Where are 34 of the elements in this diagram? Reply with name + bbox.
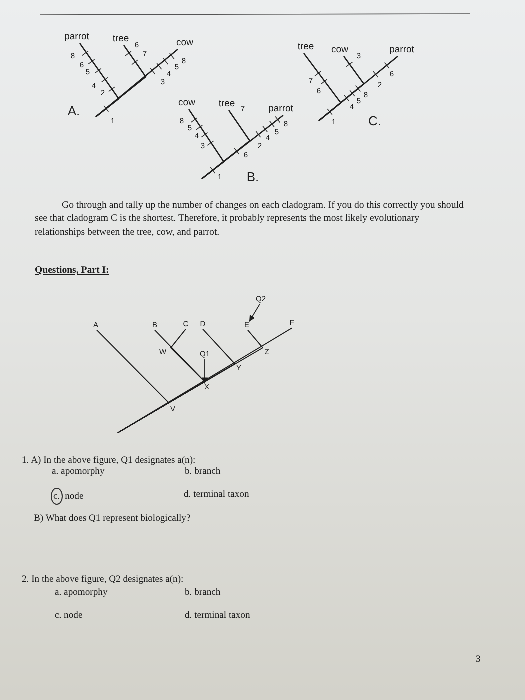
taxon-label: tree (218, 100, 236, 110)
taxon-label: tree (112, 34, 130, 46)
cladogram-letter: C. (368, 114, 382, 130)
taxon-label: parrot (390, 46, 414, 56)
answer-option: b. branch (185, 466, 221, 478)
arrow (249, 304, 260, 322)
arrow (202, 358, 208, 384)
answer-option: a. apomorphy (55, 587, 108, 598)
answer-option: a. apomorphy (52, 466, 105, 478)
taxon-label: parrot (268, 104, 294, 116)
branch-line (118, 330, 264, 434)
paragraph: Go through and tally up the number of changes on each cladogram. If you do this correctly you should see that cladogram C is the shortest. Therefore, it probably represents the most likely evolutionary relationships between the tree, cow, and parrot. (35, 199, 465, 239)
taxon-label: cow (332, 46, 348, 56)
answer-option: b. branch (185, 587, 221, 598)
branch-line (202, 114, 284, 180)
answer-option: d. terminal taxon (184, 489, 250, 500)
question-text: B) What does Q1 represent biologically? (34, 513, 191, 524)
answer-option: c. node (55, 610, 83, 622)
section-heading: Questions, Part I: (35, 265, 110, 276)
question-text: 1. A) In the above figure, Q1 designates a(n): (22, 455, 196, 466)
page-number: 3 (476, 654, 481, 666)
taxon-label: cow (178, 98, 196, 110)
taxon-label: parrot (64, 32, 90, 44)
question-text: 2. In the above figure, Q2 designates a(n): (22, 574, 184, 586)
answer-option: c. node (51, 487, 84, 506)
cladogram-letter: A. (68, 104, 80, 120)
branch-line (96, 49, 178, 118)
branch-line (79, 43, 120, 118)
branch-line (118, 328, 292, 434)
taxon-label: cow (176, 38, 194, 50)
answer-option: d. terminal taxon (185, 610, 250, 622)
taxon-label: tree (298, 42, 314, 54)
cladogram-letter: B. (246, 170, 260, 186)
branch-line (318, 56, 398, 122)
